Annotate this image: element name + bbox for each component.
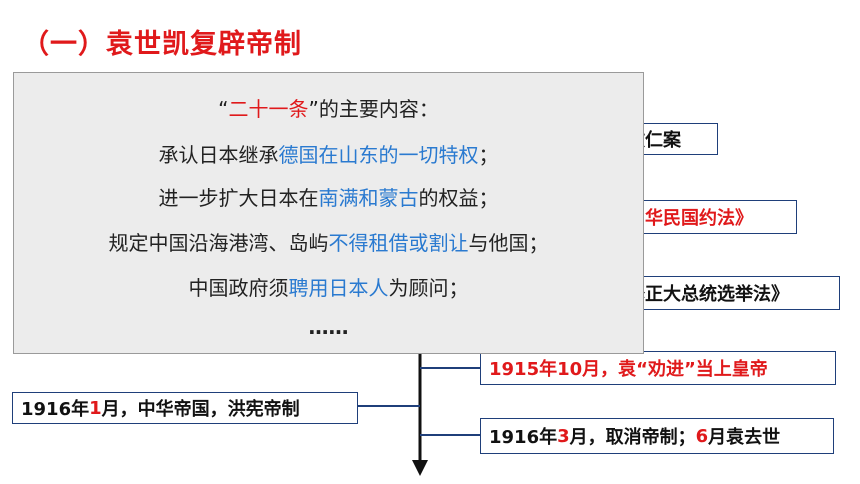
text-run: 6 [695, 425, 709, 447]
text-run: 月，取消帝制； [569, 427, 696, 448]
text-run: “ [218, 97, 229, 121]
text-run: 德国在山东的一切特权 [278, 143, 479, 167]
text-run: 月袁去世 [708, 427, 781, 448]
text-run: 二十一条 [228, 97, 309, 121]
text-run: 《修正大总统选举法》 [609, 284, 789, 305]
text-run: 1915年10月，袁“劝进”当上皇帝 [489, 359, 768, 380]
panel-line: 承认日本继承德国在山东的一切特权； [14, 139, 643, 168]
panel-line: 规定中国沿海港湾、岛屿不得租借或割让与他国； [14, 227, 643, 256]
timeline-arrow-icon [412, 460, 428, 476]
text-run: 为顾问； [388, 276, 469, 300]
text-run: 1916年 [21, 399, 90, 420]
text-run: 1 [89, 397, 102, 419]
text-run: ； [478, 143, 499, 167]
text-run: 月，中华帝国，洪宪帝制 [101, 399, 300, 420]
text-run: 中国政府须 [188, 276, 289, 300]
section-title: （一）袁世凯复辟帝制 [22, 29, 302, 60]
text-run: 承认日本继承 [158, 143, 279, 167]
text-run: 3 [557, 425, 570, 447]
text-run: 进一步扩大日本在 [158, 186, 319, 210]
panel-line: 中国政府须聘用日本人为顾问； [14, 272, 643, 301]
text-run: 1916年 [489, 427, 558, 448]
event-box-1915-emperor: 1915年10月，袁“劝进”当上皇帝 [480, 351, 836, 385]
panel-ellipsis: …… [308, 315, 349, 339]
text-run: 的权益； [418, 186, 499, 210]
text-run: 聘用日本人 [288, 276, 389, 300]
text-run: 规定中国沿海港湾、岛屿 [108, 231, 329, 255]
panel-line: 进一步扩大日本在南满和蒙古的权益； [14, 182, 643, 211]
text-run: 《中华民国约法》 [609, 208, 753, 229]
text-run: 不得租借或割让 [328, 231, 469, 255]
twenty-one-demands-panel: “二十一条”的主要内容： 承认日本继承德国在山东的一切特权； 进一步扩大日本在南… [13, 72, 644, 354]
text-run: 与他国； [468, 231, 549, 255]
panel-heading: “二十一条”的主要内容： [14, 93, 643, 122]
text-run: ”的主要内容： [308, 97, 439, 121]
text-run: 南满和蒙古 [318, 186, 419, 210]
